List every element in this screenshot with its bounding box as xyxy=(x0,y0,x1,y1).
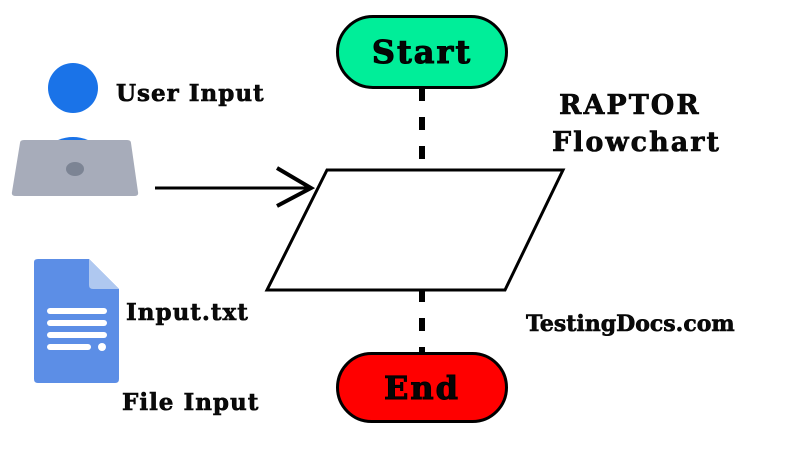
arrow-right-icon xyxy=(155,166,316,208)
label-user-input: User Input xyxy=(116,80,265,108)
node-start-label: Start xyxy=(371,33,473,72)
label-file-input: File Input xyxy=(122,389,260,417)
diagram-title-line-2: Flowchart xyxy=(552,127,721,159)
node-end[interactable]: End xyxy=(336,352,508,423)
user-at-laptop-icon xyxy=(11,63,139,196)
text-file-icon xyxy=(34,259,119,383)
diagram-title-line-1: RAPTOR xyxy=(559,90,701,122)
watermark-text: TestingDocs.com xyxy=(526,311,735,338)
label-input-txt: Input.txt xyxy=(126,299,249,327)
io-parallelogram[interactable] xyxy=(264,168,566,292)
node-start[interactable]: Start xyxy=(336,15,508,89)
node-end-label: End xyxy=(383,368,461,407)
